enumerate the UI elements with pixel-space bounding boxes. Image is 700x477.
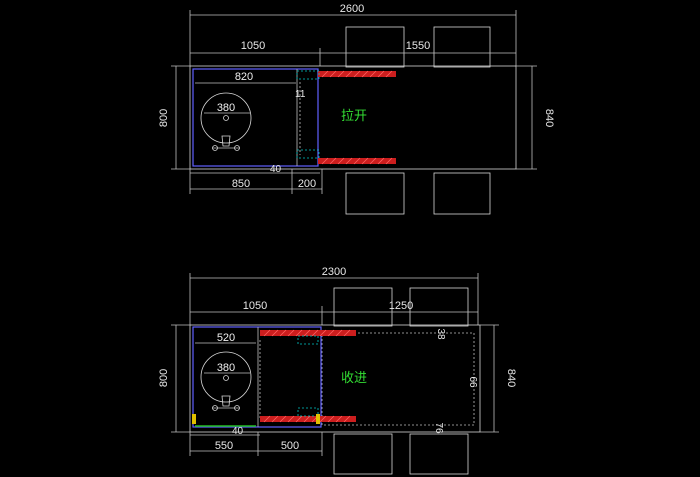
top-cabinet	[192, 68, 319, 167]
top-table-outline	[189, 65, 517, 170]
bottom-small-dim-a: 38	[435, 328, 446, 340]
bottom-marker-right	[316, 414, 320, 424]
top-chair-4	[433, 172, 491, 215]
top-small-dim-b: 40	[270, 164, 282, 175]
bottom-table-outline	[189, 324, 481, 433]
bottom-depth-dim: 840	[505, 369, 517, 387]
top-small-dim-a: 11	[295, 89, 306, 100]
top-overall-dim: 2600	[340, 3, 364, 15]
bottom-small-dim-b: 66	[467, 376, 478, 388]
bottom-small-dim-c: 76	[433, 422, 444, 434]
bottom-chair-1	[333, 287, 393, 327]
bottom-action-label: 收进	[341, 371, 367, 386]
top-left-dim: 1050	[241, 40, 265, 52]
bottom-chair-4	[409, 433, 469, 475]
bottom-plan: 2300 1050 1250 520 380	[158, 266, 517, 475]
top-plan: 2600 1050 1550 820 11 380	[158, 3, 555, 215]
bottom-chair-2	[409, 287, 469, 327]
bottom-small-dim-d: 40	[232, 426, 244, 437]
top-chair-3	[345, 172, 405, 215]
bottom-right-dim: 1250	[389, 300, 413, 312]
top-chair-2	[433, 26, 491, 68]
top-bottom-right-dim: 200	[298, 178, 316, 190]
bottom-height-dim: 800	[158, 369, 170, 387]
top-faucet-icon	[221, 135, 231, 147]
bottom-sink-bowl	[200, 351, 252, 403]
top-action-label: 拉开	[341, 109, 367, 124]
bottom-faucet-icon	[221, 395, 231, 407]
top-height-dim: 800	[158, 109, 170, 127]
top-chair-1	[345, 26, 405, 68]
bottom-overall-dim: 2300	[322, 266, 346, 278]
top-sink-label: 380	[217, 102, 235, 114]
bottom-bottom-right-dim: 500	[281, 440, 299, 452]
bottom-chair-3	[333, 433, 393, 475]
top-bottom-left-dim: 850	[232, 178, 250, 190]
bottom-sink-label: 380	[217, 362, 235, 374]
top-right-dim: 1550	[406, 40, 430, 52]
bottom-marker-left	[192, 414, 196, 424]
top-inner-width-dim: 820	[235, 71, 253, 83]
bottom-inner-width-dim: 520	[217, 332, 235, 344]
top-sink-bowl	[200, 92, 252, 144]
bottom-bottom-left-dim: 550	[215, 440, 233, 452]
bottom-left-dim: 1050	[243, 300, 267, 312]
bottom-extended-outline	[321, 332, 475, 426]
bottom-rail-upper	[260, 330, 356, 336]
top-depth-dim: 840	[543, 109, 555, 127]
bottom-cabinet	[192, 326, 322, 428]
bottom-rail-lower	[260, 416, 356, 422]
